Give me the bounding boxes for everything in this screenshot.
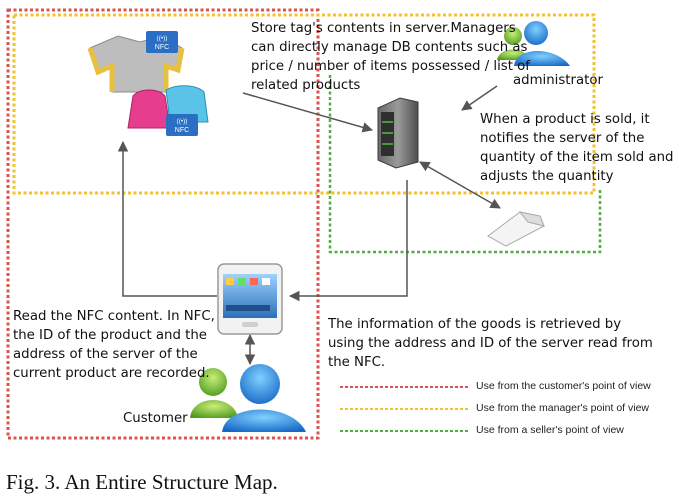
flow-arrows [117,85,501,366]
arrow-phone-to-products [117,140,217,297]
svg-text:((•)): ((•)) [157,35,168,42]
retrieval-description: The information of the goods is retrieve… [328,317,653,370]
administrator-label: administrator [513,73,603,88]
arrow-to-server [242,92,374,133]
arrow-server-to-phone [288,180,408,302]
arrow-scanner-server [419,161,501,209]
server-icon [377,97,419,169]
seller-view-region [328,75,602,254]
customer-users-icon [190,364,306,432]
svg-text:NFC: NFC [155,44,169,51]
nfc-tag-icon: ((•)) NFC [146,31,178,53]
barcode-scanner-icon [487,211,545,247]
administrator-users-icon [497,21,570,66]
svg-text:NFC: NFC [175,127,189,134]
figure-caption: Fig. 3. An Entire Structure Map. [6,470,278,494]
arrow-admin-to-server [461,85,498,111]
legend-customer-label: Use from the customer's point of view [476,380,651,392]
seller-description: When a product is sold, it notifies the … [480,112,674,184]
customer-view-region [6,8,320,440]
customer-description: Read the NFC content. In NFC, the ID of … [13,309,215,381]
legend-manager-label: Use from the manager's point of view [476,402,649,414]
customer-label: Customer [123,411,188,426]
legend-swatches [340,386,468,432]
manager-description: Store tag's contents in server.Managers … [251,21,530,93]
manager-view-region [12,13,596,195]
legend-seller-label: Use from a seller's point of view [476,424,624,436]
svg-text:((•)): ((•)) [177,118,188,125]
nfc-tag-icon-2: ((•)) NFC [166,114,198,136]
smartphone-icon [217,263,283,335]
